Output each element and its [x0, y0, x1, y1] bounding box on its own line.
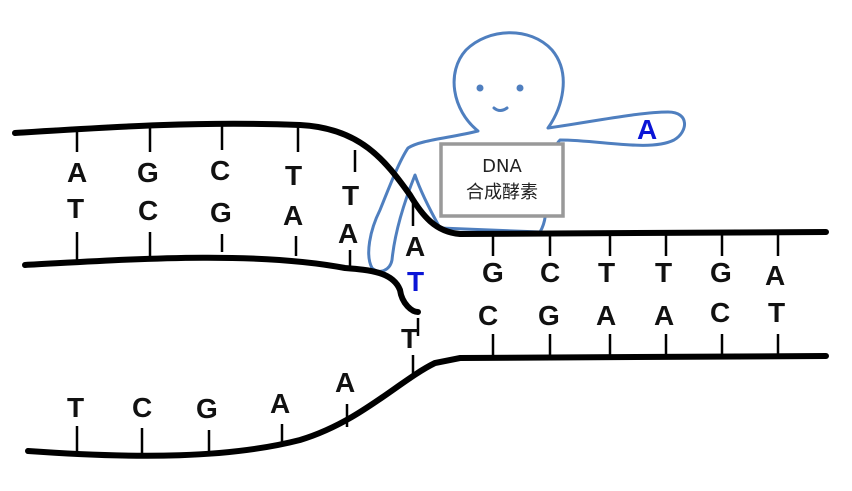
junction-lower-base: T	[401, 323, 418, 354]
lower-base-4: A	[270, 388, 290, 419]
junction-new-base: T	[407, 266, 424, 297]
upper-left-outer-backbone	[12, 120, 829, 238]
right-bottom-base-3: A	[596, 300, 616, 331]
lower-left-bases: T C G A A	[67, 367, 355, 424]
enzyme-right-eye-icon	[516, 84, 524, 92]
junction-bases: A T T	[401, 231, 425, 354]
right-top-base-3: T	[598, 257, 615, 288]
base-pair-ticks	[75, 122, 780, 455]
enzyme-left-eye-icon	[476, 84, 484, 92]
outer-base-1: A	[67, 157, 87, 188]
enzyme-label-frame	[439, 142, 565, 218]
inner-base-3: G	[210, 197, 232, 228]
enzyme-label-line2: 合成酵素	[466, 182, 538, 203]
inner-base-2: C	[138, 195, 158, 226]
outer-base-5: T	[342, 180, 359, 211]
right-bottom-base-2: G	[538, 300, 560, 331]
lower-base-2: C	[132, 392, 152, 423]
outer-base-2: G	[137, 157, 159, 188]
right-top-base-5: G	[710, 257, 732, 288]
junction-top-base: A	[405, 231, 425, 262]
enzyme-held-base: A	[637, 114, 657, 145]
right-top-base-6: A	[765, 260, 785, 291]
upper-left-outer-bases: A G C T T	[67, 155, 359, 211]
right-bottom-base-6: T	[768, 297, 785, 328]
right-top-base-2: C	[540, 257, 560, 288]
right-top-base-4: T	[655, 257, 672, 288]
lower-base-3: G	[196, 393, 218, 424]
inner-base-4: A	[283, 200, 303, 231]
outer-base-3: C	[210, 155, 230, 186]
right-bottom-base-1: C	[478, 300, 498, 331]
right-top-base-1: G	[482, 257, 504, 288]
lower-left-backbone	[25, 353, 829, 459]
enzyme-label-box: DNA 合成酵素	[439, 142, 565, 218]
right-duplex-bottom-bases: C G A A C T	[478, 297, 785, 331]
outer-base-4: T	[285, 160, 302, 191]
right-bottom-base-5: C	[710, 297, 730, 328]
enzyme-label-line1: DNA	[482, 156, 522, 177]
right-bottom-base-4: A	[654, 300, 674, 331]
upper-left-inner-backbone	[22, 254, 421, 315]
right-duplex-top-bases: G C T T G A	[482, 257, 785, 291]
enzyme-smile-icon	[492, 106, 509, 112]
dna-backbones	[12, 120, 829, 459]
lower-base-1: T	[67, 392, 84, 423]
lower-base-5: A	[335, 367, 355, 398]
inner-base-1: T	[67, 193, 84, 224]
upper-left-inner-bases: T C G A A	[67, 193, 358, 249]
inner-base-5: A	[338, 218, 358, 249]
